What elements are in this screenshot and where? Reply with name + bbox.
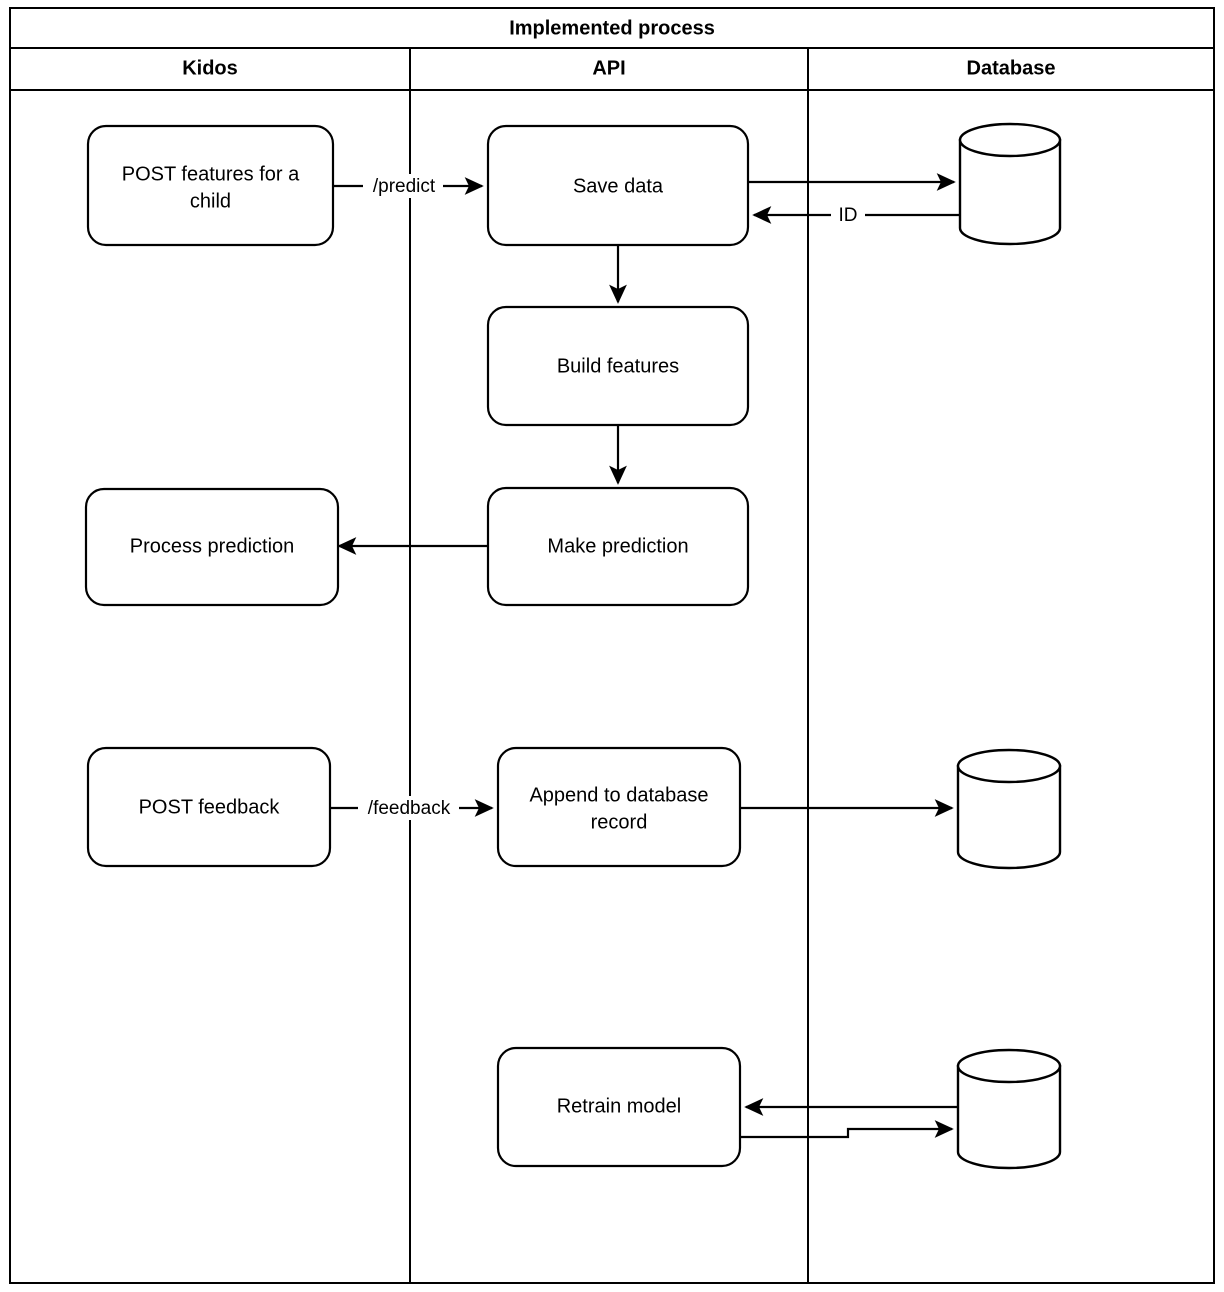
node-retrain-model-shape[interactable]: [496, 1046, 742, 1168]
node-build-features-label: Build features: [557, 355, 679, 377]
database-cylinder-3-top[interactable]: [956, 1048, 1062, 1084]
node-database-store-1[interactable]: [958, 122, 1062, 246]
node-append-record[interactable]: Append to database record: [496, 746, 742, 868]
node-append-record-label-line1: Append to database: [529, 784, 708, 806]
lane-header-api: API: [592, 57, 625, 79]
node-make-prediction-label: Make prediction: [547, 535, 688, 557]
lane-header-database: Database: [967, 57, 1056, 79]
edge-feedback-label: /feedback: [368, 798, 451, 819]
node-save-data-label: Save data: [573, 175, 664, 197]
node-post-feedback-shape[interactable]: [86, 746, 332, 868]
node-post-features[interactable]: POST features for a child: [86, 124, 335, 247]
node-post-feedback-label: POST feedback: [139, 796, 281, 818]
node-post-feedback[interactable]: POST feedback: [86, 746, 332, 868]
node-database-store-3[interactable]: [956, 1048, 1062, 1170]
pool-title: Implemented process: [509, 17, 715, 39]
node-post-features-shape[interactable]: [86, 124, 335, 247]
database-cylinder-1-top[interactable]: [958, 122, 1062, 158]
edge-retrain-to-db-line: [740, 1120, 954, 1139]
lane-header-kidos: Kidos: [182, 57, 238, 79]
edge-db-returns-id-label-bg: [831, 204, 865, 227]
database-cylinder-3-body[interactable]: [956, 1064, 1062, 1170]
node-process-prediction-shape[interactable]: [84, 487, 340, 607]
edge-predict-label-bg: [363, 174, 443, 198]
edge-labels: /predict ID /feedback: [358, 174, 865, 820]
node-retrain-model-label: Retrain model: [557, 1095, 682, 1117]
node-post-features-label-line1: POST features for a: [122, 163, 300, 185]
node-make-prediction-shape[interactable]: [486, 486, 750, 607]
node-append-record-label-line2: record: [591, 811, 648, 833]
node-post-features-label-line2: child: [190, 190, 231, 212]
node-database-store-2[interactable]: [956, 748, 1062, 870]
node-save-data-shape[interactable]: [486, 124, 750, 247]
edge-db-returns-id-label: ID: [839, 205, 858, 226]
edge-predict-label: /predict: [373, 176, 436, 197]
node-append-record-shape[interactable]: [496, 746, 742, 868]
database-cylinder-1-body[interactable]: [958, 138, 1062, 246]
database-cylinder-2-body[interactable]: [956, 764, 1062, 870]
node-process-prediction-label: Process prediction: [130, 535, 295, 557]
node-build-features-shape[interactable]: [486, 305, 750, 427]
node-retrain-model[interactable]: Retrain model: [496, 1046, 742, 1168]
database-cylinder-2-top[interactable]: [956, 748, 1062, 784]
node-save-data[interactable]: Save data: [486, 124, 750, 247]
edge-feedback-label-bg: [358, 796, 459, 820]
node-process-prediction[interactable]: Process prediction: [84, 487, 340, 607]
node-build-features[interactable]: Build features: [486, 305, 750, 427]
connectors: [330, 173, 960, 1139]
node-make-prediction[interactable]: Make prediction: [486, 486, 750, 607]
